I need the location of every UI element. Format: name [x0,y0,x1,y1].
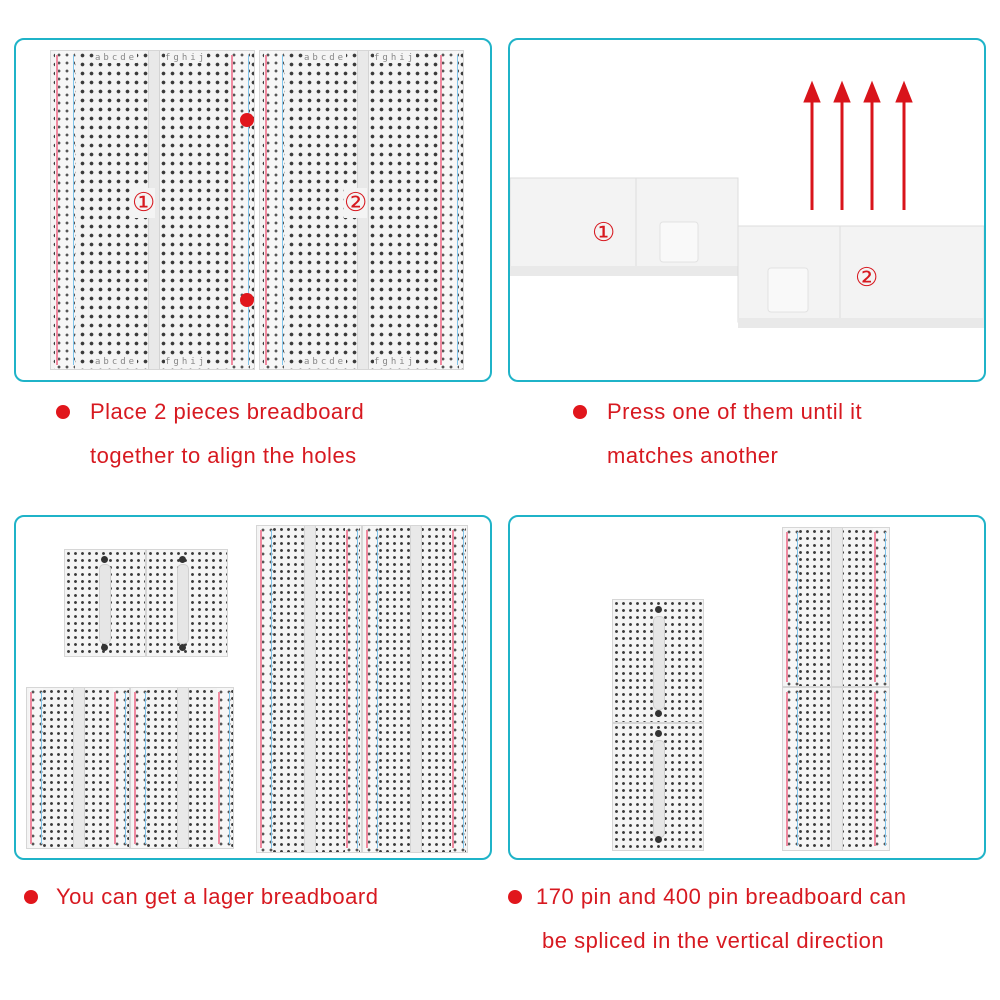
column-letters: fghij [374,53,417,63]
caption-press: Press one of them until it matches anoth… [573,390,862,478]
column-letters: fghij [374,357,417,367]
board-marker-2: ② [344,188,368,218]
up-arrow-head [895,80,913,103]
caption-larger: You can get a lager breadboard [24,875,378,919]
mini-breadboard [612,599,704,723]
breadboard-400 [130,687,234,849]
power-rail [439,51,459,369]
panel-larger-board [14,515,492,860]
mini-breadboard [64,549,146,657]
panel-press-boards: ① ② [508,38,986,382]
board-marker-1: ① [592,218,616,248]
breadboard-400 [782,687,890,851]
board-marker-2: ② [855,263,879,293]
mini-breadboard [612,723,704,851]
power-rail [264,51,284,369]
column-letters: abcde [95,357,138,367]
alignment-dot [240,293,254,307]
up-arrow-head [803,80,821,103]
up-arrow-head [833,80,851,103]
power-rail [55,51,75,369]
panel-join-boards: abcde fghij abcde fghij abcde fghij abcd… [14,38,492,382]
up-arrow-head [863,80,881,103]
column-letters: fghij [165,53,208,63]
breadboard-400 [26,687,130,849]
breadboard-830 [362,525,468,853]
board-1-side [510,177,739,271]
bullet [24,890,38,904]
column-letters: abcde [95,53,138,63]
column-letters: abcde [304,53,347,63]
bullet [508,890,522,904]
column-letters: fghij [165,357,208,367]
column-letters: abcde [304,357,347,367]
alignment-dot [240,113,254,127]
power-rail [230,51,250,369]
panel-vertical-splice [508,515,986,860]
breadboard-400 [782,527,890,687]
press-illustration [510,80,984,328]
bullet [573,405,587,419]
breadboard-830 [256,525,362,853]
caption-join: Place 2 pieces breadboard together to al… [56,390,364,478]
bullet [56,405,70,419]
board-marker-1: ① [132,188,156,218]
mini-breadboard [146,549,228,657]
caption-vertical: 170 pin and 400 pin breadboard can be sp… [508,875,907,963]
